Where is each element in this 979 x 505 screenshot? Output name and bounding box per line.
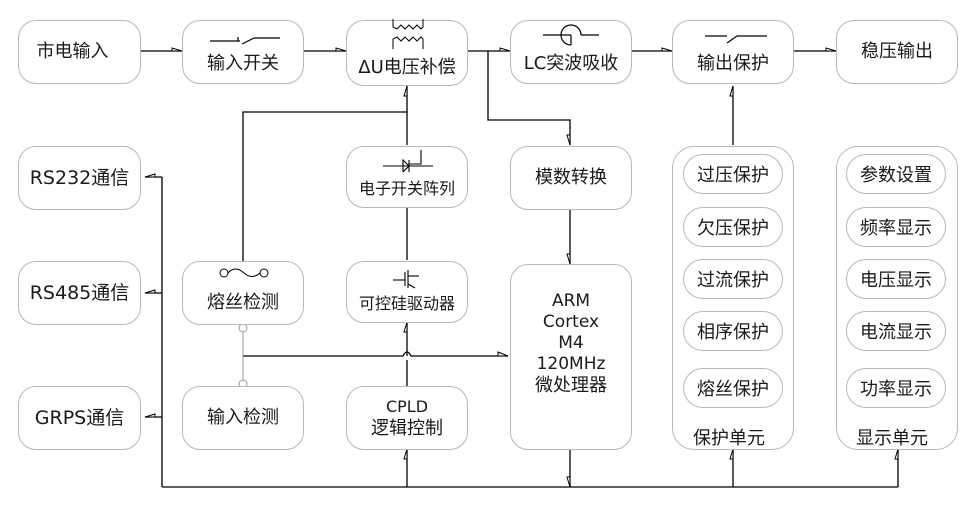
wire-branch-to-adc	[487, 51, 571, 145]
voltage-compensation-label: ΔU电压补偿	[358, 57, 456, 78]
cpu-label-line: 120MHz	[536, 354, 606, 374]
arrowhead	[825, 47, 837, 52]
transformer-icon	[392, 19, 424, 49]
scr-driver-label: 可控硅驱动器	[358, 294, 455, 313]
arrowhead	[144, 413, 156, 418]
switch-icon	[705, 35, 767, 44]
cpu-label-line: Cortex	[542, 312, 600, 332]
display-item-label: 功率显示	[860, 379, 932, 400]
arrowhead	[566, 134, 571, 146]
grps-label: GRPS通信	[34, 407, 125, 429]
protection-item: 过压保护	[683, 154, 783, 194]
display-item: 电流显示	[846, 311, 946, 351]
switch-icon	[210, 37, 280, 45]
arrowhead	[894, 448, 899, 460]
protection-item: 过流保护	[683, 259, 783, 299]
display-item-label: 频率显示	[860, 218, 932, 239]
transistor-icon	[393, 270, 419, 289]
fuse-detect-block: 熔丝检测	[182, 261, 304, 325]
protection-unit-title: 保护单元	[693, 428, 765, 449]
arrowhead	[335, 47, 347, 52]
cpu-label-line: M4	[558, 333, 584, 353]
display-item-label: 参数设置	[860, 165, 932, 186]
input-switch-label: 输入开关	[207, 53, 279, 74]
rs485-block: RS485通信	[18, 261, 141, 325]
display-item-label: 电压显示	[860, 270, 932, 291]
input-switch-block: 输入开关	[182, 20, 304, 84]
arrowhead	[171, 47, 183, 52]
arrowhead	[729, 448, 734, 460]
arrowhead	[497, 351, 509, 357]
output-protection-label: 输出保护	[697, 53, 769, 74]
display-item: 电压显示	[846, 259, 946, 299]
output-protection-block: 输出保护	[672, 20, 794, 84]
regulated-output-block: 稳压输出	[836, 20, 958, 84]
rs485-label: RS485通信	[29, 282, 130, 304]
scr-driver-block: 可控硅驱动器	[346, 261, 468, 323]
input-detect-label: 输入检测	[207, 407, 279, 428]
display-item: 参数设置	[846, 154, 946, 194]
protection-item-label: 相序保护	[697, 322, 769, 343]
electronic-switch-array-label: 电子开关阵列	[358, 179, 455, 198]
rs232-label: RS232通信	[29, 167, 130, 189]
display-item-label: 电流显示	[860, 322, 932, 343]
protection-item-label: 熔丝保护	[697, 379, 769, 400]
display-unit-title: 显示单元	[856, 428, 928, 449]
fuse-detect-label: 熔丝检测	[207, 292, 279, 313]
connector-dot	[238, 323, 248, 333]
arrowhead	[566, 253, 571, 265]
display-item: 功率显示	[846, 368, 946, 408]
arrowhead	[144, 289, 156, 294]
mains-input-label: 市电输入	[36, 41, 109, 62]
wire-detect-to-cpu	[243, 351, 508, 357]
arrowhead	[499, 47, 511, 52]
arrowhead	[403, 321, 408, 333]
adc-block: 模数转换	[510, 146, 632, 210]
protection-item: 相序保护	[683, 311, 783, 351]
protection-item: 欠压保护	[683, 207, 783, 247]
arrowhead	[403, 85, 408, 97]
protection-item-label: 欠压保护	[697, 218, 769, 239]
electronic-switch-array-block: 电子开关阵列	[346, 146, 468, 208]
cpld-label-line1: CPLD	[385, 397, 429, 416]
cpu-label-line: ARM	[551, 291, 591, 311]
wire-fuse-to-compensation	[242, 111, 407, 261]
lc-surge-block: LC突波吸收	[510, 20, 632, 84]
fuse-icon	[219, 268, 269, 278]
protection-item: 熔丝保护	[683, 368, 783, 408]
arrowhead	[566, 476, 571, 488]
lc-surge-label: LC突波吸收	[523, 53, 619, 74]
adc-label: 模数转换	[535, 167, 607, 188]
input-detect-block: 输入检测	[182, 386, 304, 450]
regulated-output-label: 稳压输出	[861, 41, 933, 62]
display-item: 频率显示	[846, 207, 946, 247]
voltage-compensation-block: ΔU电压补偿	[346, 19, 468, 86]
arrowhead	[144, 173, 156, 178]
thyristor-icon	[383, 150, 433, 172]
arrowhead	[729, 85, 734, 97]
cpld-block: CPLD 逻辑控制	[346, 386, 468, 450]
cpu-block: ARM Cortex M4 120MHz 微处理器	[510, 264, 632, 450]
protection-item-label: 过压保护	[697, 165, 769, 186]
mains-input-block: 市电输入	[18, 20, 141, 84]
cpld-label-line2: 逻辑控制	[371, 418, 443, 439]
grps-block: GRPS通信	[18, 386, 141, 450]
protection-item-label: 过流保护	[697, 270, 769, 291]
arrowhead	[661, 47, 673, 52]
cpu-label-line: 微处理器	[535, 375, 607, 396]
rs232-block: RS232通信	[18, 146, 141, 210]
arrowhead	[403, 448, 408, 460]
surge-absorber-icon	[543, 24, 599, 46]
